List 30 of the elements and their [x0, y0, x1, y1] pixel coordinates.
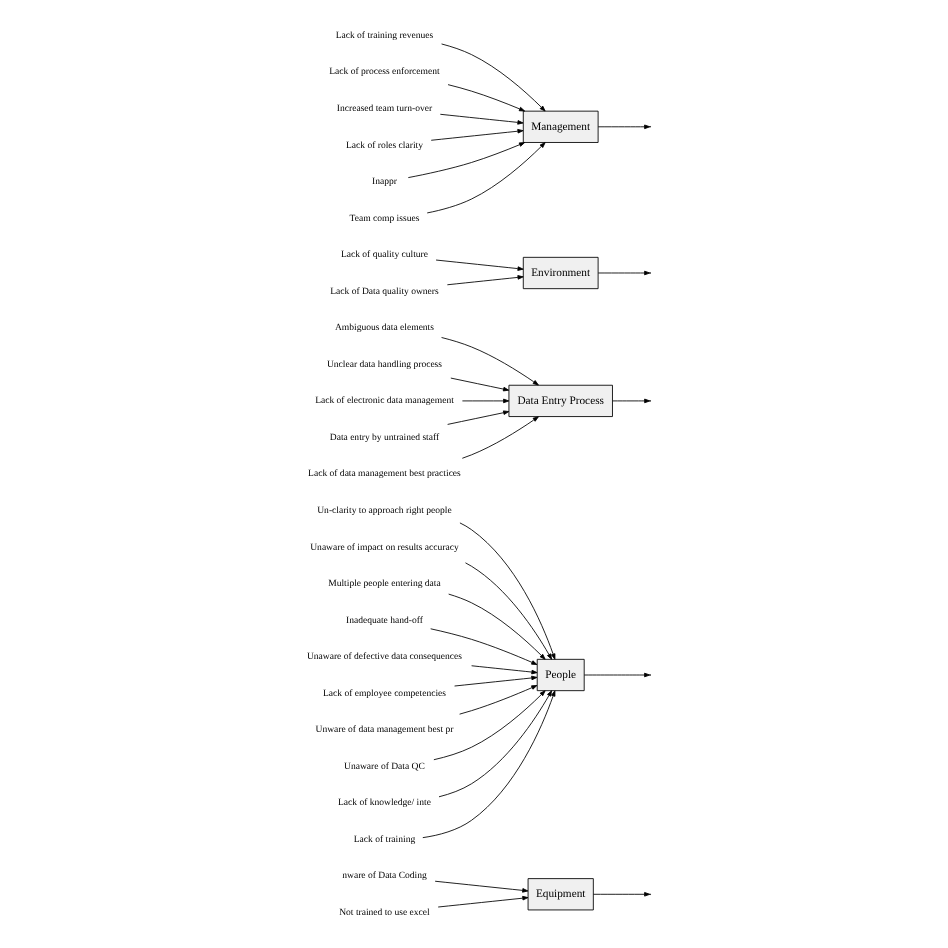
arrow [454, 675, 538, 687]
arrow [426, 142, 546, 214]
arrow [597, 124, 651, 130]
arrow [459, 685, 538, 715]
arrow [471, 665, 538, 675]
arrow [612, 398, 651, 404]
arrow [435, 259, 524, 271]
arrow [433, 690, 546, 761]
arrow [465, 562, 553, 660]
arrow [450, 377, 510, 392]
arrow [441, 337, 539, 386]
arrow [583, 672, 651, 678]
arrow [461, 416, 539, 459]
arrow [447, 410, 510, 425]
arrow [438, 690, 553, 798]
arrow [447, 84, 526, 112]
arrow [446, 275, 524, 286]
arrow [459, 522, 556, 660]
arrow [422, 690, 556, 839]
arrow [434, 880, 529, 893]
arrow [597, 270, 651, 276]
arrow [430, 628, 538, 665]
arrow [593, 892, 651, 897]
arrow [448, 593, 546, 660]
arrow [407, 142, 526, 179]
arrow [437, 895, 529, 908]
arrow [461, 398, 510, 404]
arrow [430, 128, 524, 141]
arrow [439, 113, 524, 125]
arrow [441, 43, 546, 112]
